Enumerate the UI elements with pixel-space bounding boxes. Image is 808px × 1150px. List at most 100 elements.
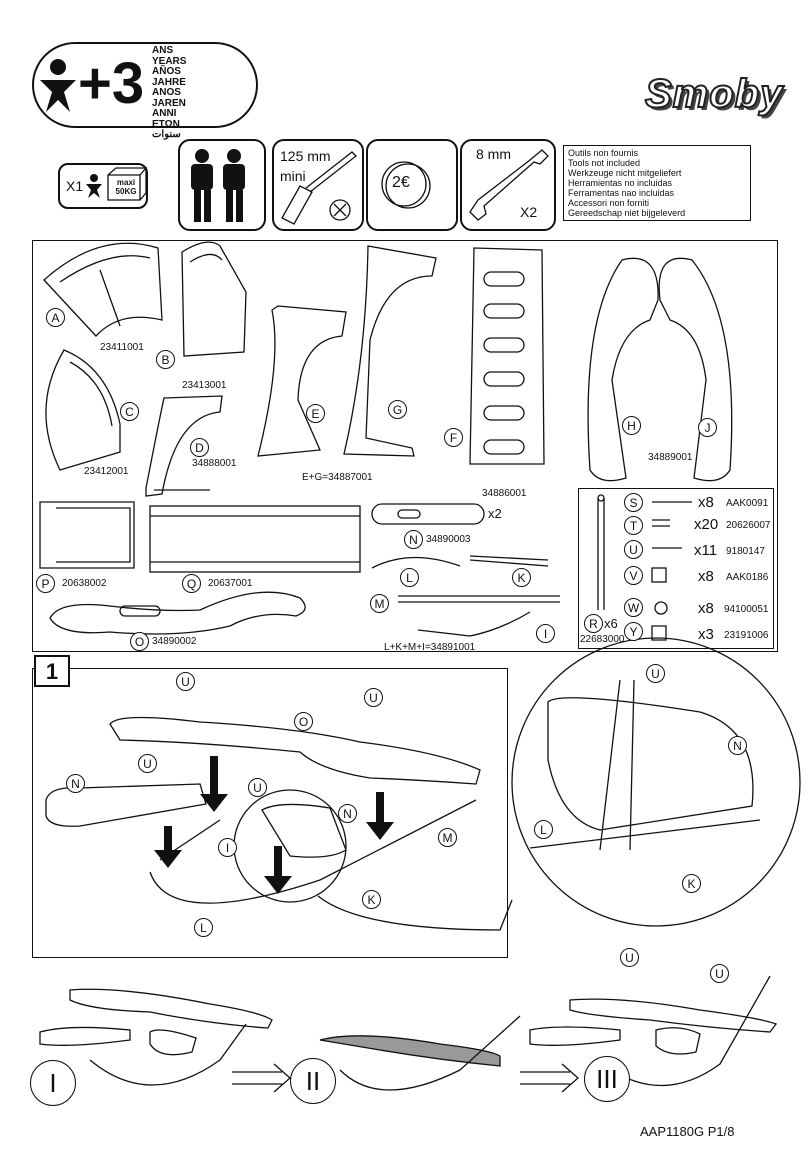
part-k-drawing	[469, 555, 549, 567]
age-words: ANS YEARS AÑOS JAHRE ANOS JAREN ANNI ΕΤΩ…	[152, 45, 186, 141]
hardware-qty-w: x8	[698, 600, 714, 617]
hardware-code-w: 94100051	[724, 604, 769, 615]
hardware-qty-s: x8	[698, 494, 714, 511]
part-g-drawing	[343, 245, 437, 457]
age-word: سنوات	[152, 129, 181, 140]
part-code-c: 23412001	[84, 466, 129, 477]
parts-list-box	[32, 240, 778, 652]
rod-label-r: R	[584, 614, 603, 633]
two-persons-icon	[191, 149, 245, 222]
step-label-u: U	[138, 754, 157, 773]
screw-t-drawing	[652, 519, 670, 527]
step-label-i: I	[218, 838, 237, 857]
capacity-count: X1	[66, 178, 84, 194]
arrow-one-icon	[232, 1063, 291, 1093]
step-label-n: N	[66, 774, 85, 793]
hardware-label-v: V	[624, 566, 643, 585]
screwdriver-box	[272, 139, 364, 231]
wrench-icon	[469, 149, 549, 221]
step-label-u: U	[248, 778, 267, 797]
max-weight-label: maxi 50KG	[108, 178, 144, 208]
combo-eg: E+G=34887001	[302, 472, 373, 483]
part-code-f: 34886001	[482, 488, 527, 499]
part-i-drawing	[417, 611, 531, 637]
tools-line: Outils non fournis	[568, 148, 639, 158]
step-label-k: K	[362, 890, 381, 909]
stage-one-badge: I	[30, 1060, 76, 1106]
age-badge	[32, 42, 258, 128]
hardware-code-s: AAK0091	[726, 498, 769, 509]
part-label-j: J	[698, 418, 717, 437]
age-word: JAREN	[152, 97, 186, 109]
coin-icon	[381, 161, 431, 209]
zoom-label-u: U	[646, 664, 665, 683]
part-j-drawing	[658, 257, 733, 482]
part-label-h: H	[622, 416, 641, 435]
part-b-drawing	[181, 241, 247, 357]
part-label-m: M	[370, 594, 389, 613]
part-p-drawing	[39, 501, 135, 569]
step1-drawing	[45, 716, 513, 931]
washer-w-drawing	[654, 601, 668, 615]
part-o-drawing	[49, 591, 306, 635]
part-code-b: 23413001	[182, 380, 227, 391]
arrow-two-icon	[520, 1063, 579, 1093]
small-child-icon	[86, 174, 102, 198]
age-plus-three: +3	[78, 51, 145, 116]
step-number: 1	[34, 655, 70, 687]
age-word: ANOS	[152, 87, 181, 98]
part-label-k: K	[512, 568, 531, 587]
rod-qty: x6	[604, 616, 618, 631]
hardware-qty-u: x11	[694, 542, 718, 559]
part-a-drawing	[43, 242, 163, 337]
hardware-label-u: U	[624, 540, 643, 559]
stage-three-badge: III	[584, 1056, 630, 1102]
tools-line: Ferramentas nao incluidas	[568, 188, 675, 198]
part-label-f: F	[444, 428, 463, 447]
tools-not-included: Outils non fournis Tools not included We…	[563, 145, 751, 221]
part-label-n: N	[404, 530, 423, 549]
hardware-code-u: 9180147	[726, 546, 765, 557]
wrench-size: 8 mm	[476, 146, 511, 162]
age-word: AÑOS	[152, 66, 181, 77]
part-label-i: I	[536, 624, 555, 643]
maxi-text: maxi	[116, 178, 136, 187]
part-q-drawing	[149, 505, 361, 573]
zoom-label-l: L	[534, 820, 553, 839]
hardware-code-v: AAK0186	[726, 572, 769, 583]
rod-code: 22683000	[580, 634, 625, 645]
document-footer: AAP1180G P1/8	[640, 1124, 735, 1139]
hardware-qty-v: x8	[698, 568, 714, 585]
part-code-p: 20638002	[62, 578, 107, 589]
part-code-o: 34890002	[152, 636, 197, 647]
age-word: ΕΤΩΝ	[152, 118, 180, 130]
screwdriver-type: mini	[280, 168, 306, 184]
step-label-n: N	[338, 804, 357, 823]
screwdriver-icon	[281, 151, 357, 225]
part-h-drawing	[587, 257, 659, 482]
coin-label: 2€	[392, 174, 410, 191]
part-label-g: G	[388, 400, 407, 419]
persons-box	[178, 139, 266, 231]
part-n-drawing	[371, 503, 485, 525]
part-label-l: L	[400, 568, 419, 587]
part-e-drawing	[257, 305, 347, 457]
coin-box	[366, 139, 458, 231]
age-word: ANS	[152, 45, 174, 56]
part-label-b: B	[156, 350, 175, 369]
part-code-n: 34890003	[426, 534, 471, 545]
step-label-o: O	[294, 712, 313, 731]
wrench-qty: X2	[520, 204, 538, 220]
part-f-drawing	[469, 247, 545, 465]
step-label-m: M	[438, 828, 457, 847]
capacity-box	[58, 163, 148, 209]
part-label-p: P	[36, 574, 55, 593]
part-code-q: 20637001	[208, 578, 253, 589]
hardware-label-y: Y	[624, 622, 643, 641]
stage-label-u: U	[710, 964, 729, 983]
tools-line: Gereedschap niet bijgeleverd	[568, 208, 686, 218]
stage-two-drawing	[319, 1015, 521, 1091]
screwdriver-size: 125 mm	[280, 148, 331, 164]
hardware-code-t: 20626007	[726, 520, 771, 531]
part-label-o: O	[130, 632, 149, 651]
